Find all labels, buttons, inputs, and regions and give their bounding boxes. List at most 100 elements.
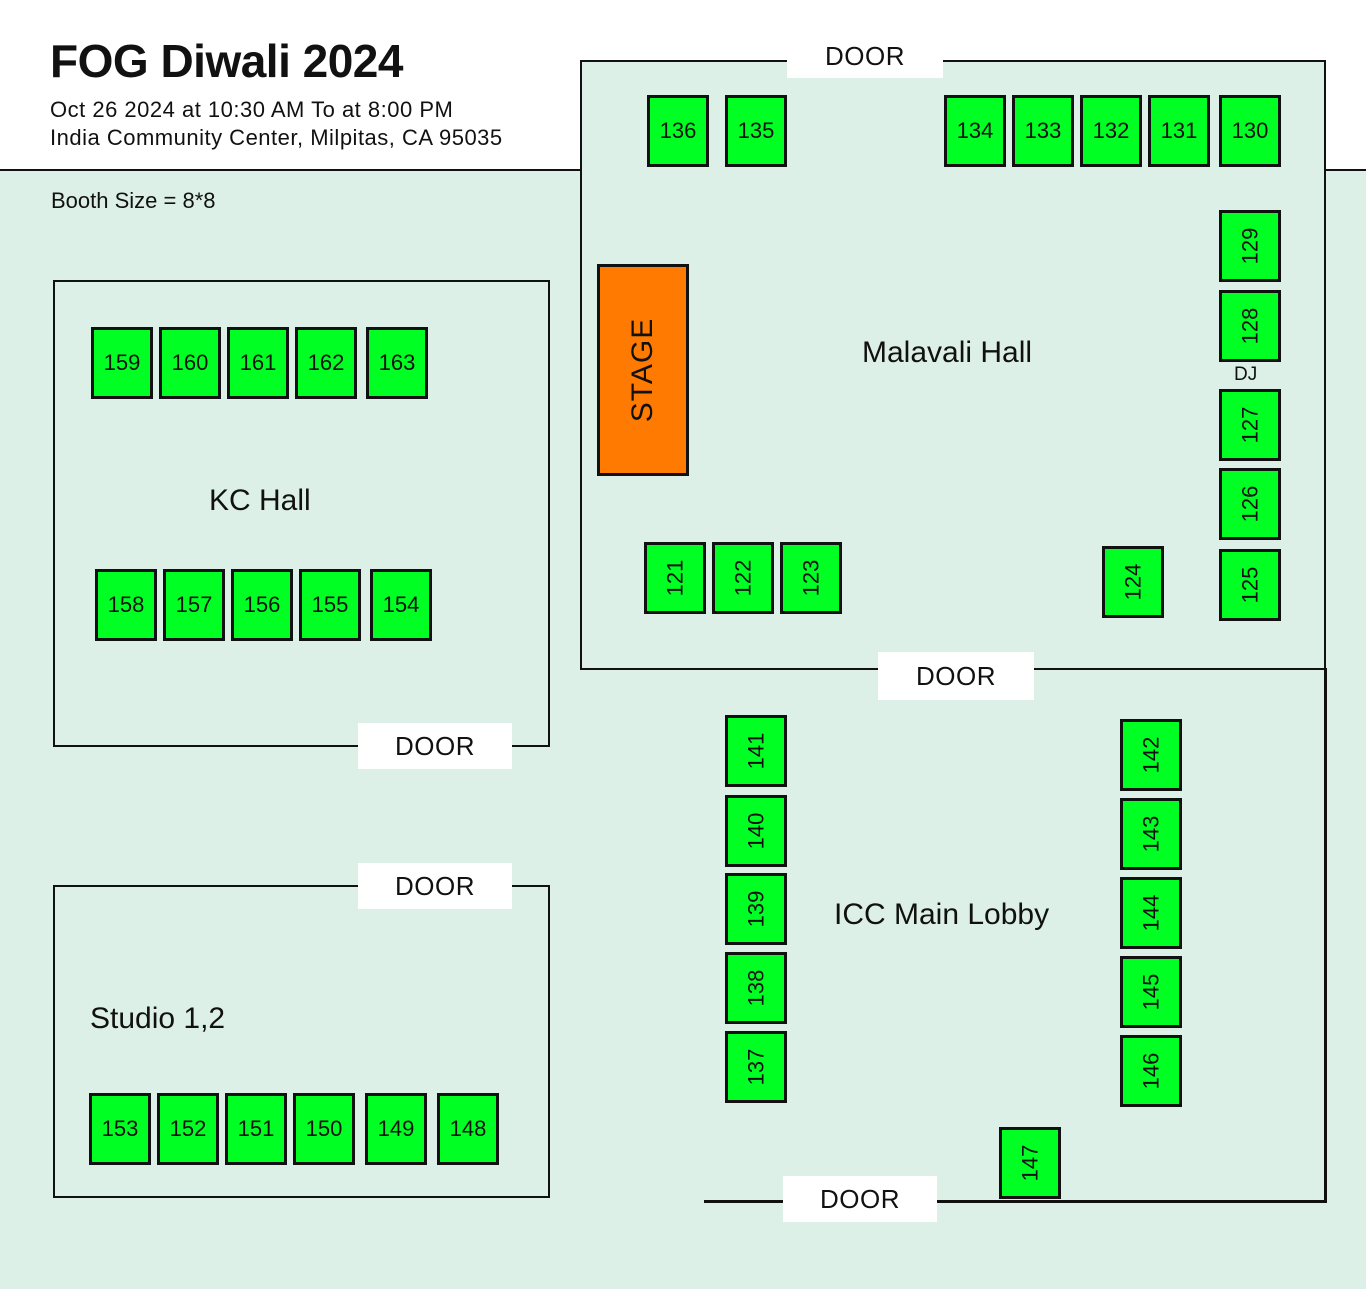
- booth-number: 136: [659, 118, 697, 143]
- booth-121[interactable]: 121: [644, 542, 706, 614]
- booth-number: 125: [1237, 566, 1262, 604]
- booth-147[interactable]: 147: [999, 1127, 1061, 1199]
- booth-number: 134: [956, 118, 994, 143]
- booth-number: 139: [743, 890, 768, 928]
- header-divider: [0, 169, 582, 171]
- booth-136[interactable]: 136: [647, 95, 709, 167]
- booth-number: 151: [237, 1116, 275, 1141]
- booth-number: 141: [743, 732, 768, 770]
- booth-138[interactable]: 138: [725, 952, 787, 1024]
- booth-number: 130: [1231, 118, 1269, 143]
- booth-151[interactable]: 151: [225, 1093, 287, 1165]
- booth-number: 133: [1024, 118, 1062, 143]
- booth-149[interactable]: 149: [365, 1093, 427, 1165]
- booth-number: 158: [107, 592, 145, 617]
- booth-number: 129: [1237, 227, 1262, 265]
- event-datetime: Oct 26 2024 at 10:30 AM To at 8:00 PM: [50, 97, 454, 122]
- booth-number: 156: [243, 592, 281, 617]
- icc-main-lobby-label: ICC Main Lobby: [834, 898, 1050, 931]
- booth-158[interactable]: 158: [95, 569, 157, 641]
- kc-hall-label: KC Hall: [209, 484, 311, 517]
- booth-152[interactable]: 152: [157, 1093, 219, 1165]
- booth-number: 126: [1237, 485, 1262, 523]
- booth-141[interactable]: 141: [725, 715, 787, 787]
- stage: STAGE: [597, 264, 689, 476]
- booth-122[interactable]: 122: [712, 542, 774, 614]
- booth-number: 147: [1017, 1144, 1042, 1182]
- booth-number: 137: [743, 1048, 768, 1086]
- booth-129[interactable]: 129: [1219, 210, 1281, 282]
- booth-133[interactable]: 133: [1012, 95, 1074, 167]
- studio-room: [53, 885, 550, 1198]
- booth-163[interactable]: 163: [366, 327, 428, 399]
- booth-number: 143: [1138, 815, 1163, 853]
- booth-144[interactable]: 144: [1120, 877, 1182, 949]
- booth-number: 152: [169, 1116, 207, 1141]
- malavali-hall-label: Malavali Hall: [862, 336, 1033, 369]
- booth-155[interactable]: 155: [299, 569, 361, 641]
- booth-146[interactable]: 146: [1120, 1035, 1182, 1107]
- booth-145[interactable]: 145: [1120, 956, 1182, 1028]
- booth-159[interactable]: 159: [91, 327, 153, 399]
- booth-number: 140: [743, 812, 768, 850]
- booth-150[interactable]: 150: [293, 1093, 355, 1165]
- booth-number: 160: [171, 350, 209, 375]
- studio-label: Studio 1,2: [90, 1002, 226, 1035]
- door-lobby-bottom: DOOR: [783, 1176, 937, 1222]
- booth-143[interactable]: 143: [1120, 798, 1182, 870]
- booth-number: 145: [1138, 973, 1163, 1011]
- door-malavali-bottom: DOOR: [878, 652, 1034, 700]
- booth-162[interactable]: 162: [295, 327, 357, 399]
- booth-148[interactable]: 148: [437, 1093, 499, 1165]
- door-malavali-top: DOOR: [787, 34, 943, 78]
- booth-number: 149: [377, 1116, 415, 1141]
- booth-123[interactable]: 123: [780, 542, 842, 614]
- booth-134[interactable]: 134: [944, 95, 1006, 167]
- booth-number: 146: [1138, 1052, 1163, 1090]
- booth-124[interactable]: 124: [1102, 546, 1164, 618]
- booth-125[interactable]: 125: [1219, 549, 1281, 621]
- booth-number: 142: [1138, 736, 1163, 774]
- booth-number: 124: [1120, 563, 1145, 601]
- booth-number: 159: [103, 350, 141, 375]
- booth-number: 122: [730, 559, 755, 597]
- lobby-wall-bottom: [704, 1200, 1327, 1203]
- booth-128[interactable]: 128: [1219, 290, 1281, 362]
- booth-140[interactable]: 140: [725, 795, 787, 867]
- event-venue: India Community Center, Milpitas, CA 950…: [50, 125, 503, 150]
- stage-label: STAGE: [626, 317, 659, 423]
- booth-number: 161: [239, 350, 277, 375]
- booth-157[interactable]: 157: [163, 569, 225, 641]
- booth-number: 138: [743, 969, 768, 1007]
- kc-hall-room: [53, 280, 550, 747]
- booth-135[interactable]: 135: [725, 95, 787, 167]
- booth-160[interactable]: 160: [159, 327, 221, 399]
- booth-156[interactable]: 156: [231, 569, 293, 641]
- booth-126[interactable]: 126: [1219, 468, 1281, 540]
- booth-number: 154: [382, 592, 420, 617]
- booth-number: 150: [305, 1116, 343, 1141]
- door-studio: DOOR: [358, 863, 512, 909]
- booth-number: 148: [449, 1116, 487, 1141]
- booth-131[interactable]: 131: [1148, 95, 1210, 167]
- booth-139[interactable]: 139: [725, 873, 787, 945]
- booth-142[interactable]: 142: [1120, 719, 1182, 791]
- booth-number: 157: [175, 592, 213, 617]
- booth-number: 135: [737, 118, 775, 143]
- booth-number: 155: [311, 592, 349, 617]
- dj-label: DJ: [1234, 364, 1258, 385]
- booth-number: 128: [1237, 307, 1262, 345]
- booth-127[interactable]: 127: [1219, 389, 1281, 461]
- door-kc-hall: DOOR: [358, 723, 512, 769]
- booth-number: 163: [378, 350, 416, 375]
- booth-161[interactable]: 161: [227, 327, 289, 399]
- booth-154[interactable]: 154: [370, 569, 432, 641]
- booth-number: 123: [798, 559, 823, 597]
- booth-number: 132: [1092, 118, 1130, 143]
- booth-137[interactable]: 137: [725, 1031, 787, 1103]
- booth-153[interactable]: 153: [89, 1093, 151, 1165]
- booth-132[interactable]: 132: [1080, 95, 1142, 167]
- booth-number: 144: [1138, 894, 1163, 932]
- booth-130[interactable]: 130: [1219, 95, 1281, 167]
- booth-size-note: Booth Size = 8*8: [51, 188, 216, 213]
